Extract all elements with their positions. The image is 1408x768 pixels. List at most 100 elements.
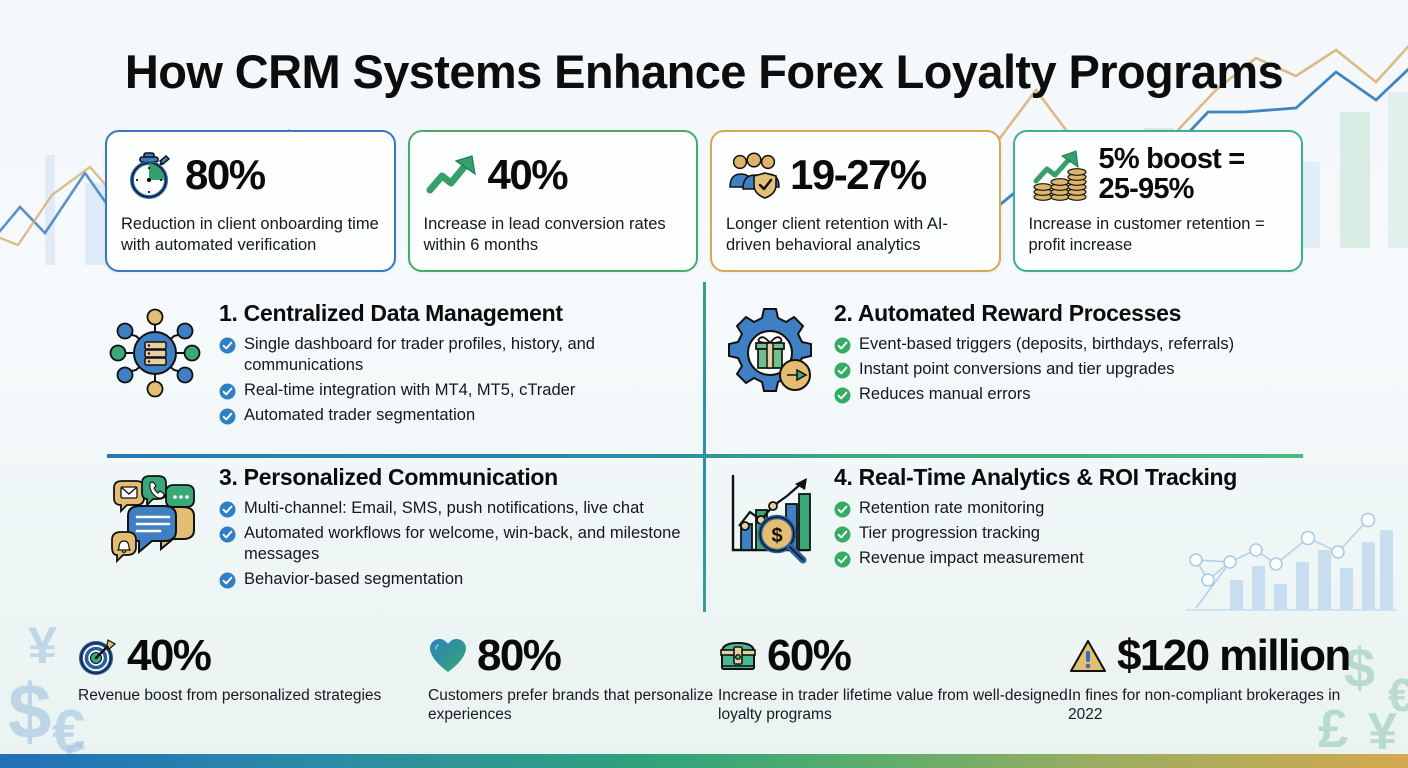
bottom-stat-description: Revenue boost from personalized strategi… [78,687,382,704]
bullet-text: Instant point conversions and tier upgra… [859,360,1175,379]
people-shield-icon [726,147,782,203]
check-circle-icon [834,362,851,379]
list-item: Real-time integration with MT4, MT5, cTr… [219,380,695,401]
bullet-text: Reduces manual errors [859,385,1031,404]
list-item: Reduces manual errors [834,384,1305,405]
bottom-stat-description: In fines for non-compliant brokerages in… [1068,687,1341,724]
stat-card-profit[interactable]: 5% boost = 25-95% Increase in customer r… [1012,130,1303,272]
check-circle-icon [219,501,236,518]
section-personalized-communication: 3. Personalized Communication Multi-chan… [105,464,695,594]
stat-card-description: Longer client retention with AI-driven b… [726,215,948,254]
bullet-text: Revenue impact measurement [859,549,1084,568]
list-item: Tier progression tracking [834,523,1305,544]
section-body: 1. Centralized Data Management Single da… [219,300,695,430]
stat-card-value: 19-27% [790,151,927,198]
gear-gift-arrow-icon [720,300,820,406]
treasure-chest-icon [718,636,758,676]
check-circle-icon [219,526,236,543]
bottom-stat-lifetime-value: 60% Increase in trader lifetime value fr… [718,632,1068,732]
stat-card-header: 19-27% [726,144,985,206]
bullet-text: Multi-channel: Email, SMS, push notifica… [244,499,644,517]
bottom-stat-description: Customers prefer brands that personalize… [428,687,714,724]
multichannel-chat-icon [105,464,205,570]
section-bullet-list: Retention rate monitoring Tier progressi… [834,498,1305,569]
footer-gradient-bar [0,754,1408,768]
bottom-stat-header: 40% [78,632,428,680]
bottom-stat-description: Increase in trader lifetime value from w… [718,687,1068,724]
stat-card-value-group: 5% boost = 25-95% [1098,143,1246,205]
bullet-text: Automated trader segmentation [244,406,476,425]
bullet-text: Behavior-based segmentation [244,570,464,589]
bullet-text: Tier progression tracking [859,524,1040,543]
section-automated-reward-processes: 2. Automated Reward Processes Event-base… [720,300,1305,409]
watermark-euro-right: € [1388,669,1408,721]
stat-card-header: 80% [121,144,380,206]
bottom-stat-value: 60% [767,631,852,680]
check-circle-icon [834,551,851,568]
check-circle-icon [834,337,851,354]
stat-card-onboarding[interactable]: 80% Reduction in client onboarding time … [105,130,396,272]
stat-card-description: Increase in lead conversion rates within… [423,215,666,254]
network-hub-database-icon [105,300,205,406]
section-body: 4. Real-Time Analytics & ROI Tracking Re… [834,464,1305,573]
bottom-stat-header: $120 million [1068,632,1378,680]
stat-card-value-line2: 25-95% [1098,173,1195,205]
page-title: How CRM Systems Enhance Forex Loyalty Pr… [124,45,1284,98]
section-body: 3. Personalized Communication Multi-chan… [219,464,695,594]
list-item: Single dashboard for trader profiles, hi… [219,334,695,376]
section-body: 2. Automated Reward Processes Event-base… [834,300,1305,409]
list-item: Retention rate monitoring [834,498,1305,519]
watermark-yen-left: ¥ [28,617,57,675]
section-title: 2. Automated Reward Processes [834,300,1182,326]
list-item: Automated trader segmentation [219,405,695,426]
target-dart-icon [78,636,118,676]
list-item: Event-based triggers (deposits, birthday… [834,334,1305,355]
section-title: 4. Real-Time Analytics & ROI Tracking [834,464,1238,490]
list-item: Revenue impact measurement [834,548,1305,569]
check-circle-icon [834,387,851,404]
section-bullet-list: Single dashboard for trader profiles, hi… [219,334,695,426]
stat-card-lead-conversion[interactable]: 40% Increase in lead conversion rates wi… [407,130,698,272]
list-item: Automated workflows for welcome, win-bac… [219,523,695,565]
bullet-text: Single dashboard for trader profiles, hi… [244,335,595,375]
bottom-stat-fines: $120 million In fines for non-compliant … [1068,632,1378,732]
watermark-dollar-left: $ [8,667,52,755]
stat-card-header: 40% [424,144,683,206]
coins-growth-icon [1029,146,1091,204]
check-circle-icon [219,383,236,400]
stat-card-retention[interactable]: 19-27% Longer client retention with AI-d… [710,130,1001,272]
check-circle-icon [219,408,236,425]
check-circle-icon [834,526,851,543]
bottom-stat-header: 60% [718,632,1068,680]
vertical-divider [703,282,706,612]
bottom-stat-revenue-boost: 40% Revenue boost from personalized stra… [78,632,428,732]
svg-text:$: $ [771,525,782,547]
bottom-stat-brand-preference: 80% Customers prefer brands that persona… [428,632,718,732]
stat-card-value: 40% [487,151,569,198]
check-circle-icon [834,501,851,518]
bottom-stat-value: 40% [127,631,212,680]
bottom-stat-value: $120 million [1117,631,1351,680]
section-bullet-list: Multi-channel: Email, SMS, push notifica… [219,498,695,590]
bar-chart-magnifier-dollar-icon: $ [720,464,820,570]
stopwatch-icon [121,147,177,203]
section-bullet-list: Event-based triggers (deposits, birthday… [834,334,1305,405]
heart-icon [428,636,468,676]
horizontal-divider [107,454,1303,458]
section-title: 3. Personalized Communication [219,464,558,490]
stat-card-description: Reduction in client onboarding time with… [121,215,379,254]
bottom-stats-row: 40% Revenue boost from personalized stra… [78,632,1378,732]
bullet-text: Real-time integration with MT4, MT5, cTr… [244,381,576,400]
feature-sections: 1. Centralized Data Management Single da… [105,282,1305,626]
bullet-text: Automated workflows for welcome, win-bac… [244,524,681,564]
top-stat-cards: 80% Reduction in client onboarding time … [105,130,1303,272]
stat-card-description: Increase in customer retention = profit … [1028,215,1265,254]
list-item: Instant point conversions and tier upgra… [834,359,1305,380]
section-centralized-data-management: 1. Centralized Data Management Single da… [105,300,695,430]
check-circle-icon [219,572,236,589]
bullet-text: Event-based triggers (deposits, birthday… [859,335,1235,353]
stat-card-value-line1: 5% boost = [1098,143,1246,176]
list-item: Behavior-based segmentation [219,569,695,590]
warning-triangle-icon [1068,636,1108,676]
